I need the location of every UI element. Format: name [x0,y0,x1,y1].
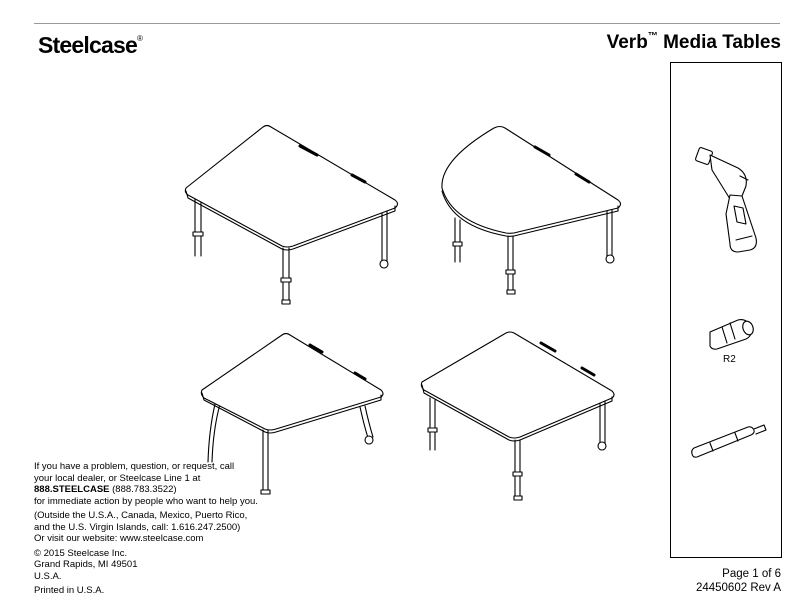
trapezoid-table-illustration-2 [200,332,384,495]
document-title: Verb™ Media Tables [606,31,781,53]
top-rule [34,23,780,24]
contact-line: your local dealer, or Steelcase Line 1 a… [34,472,201,484]
hex-bit-icon [709,319,754,350]
contact-line: (Outside the U.S.A., Canada, Mexico, Pue… [34,510,248,521]
required-tools-panel [670,62,782,558]
trapezoid-table-illustration-1 [184,124,399,305]
bit-extension-icon [691,424,767,458]
address-country: U.S.A. [34,570,62,582]
document-number: 24450602 Rev A [695,582,781,594]
page-footer: Page 1 of 6 24450602 Rev A [696,567,781,595]
tool-label-r2: R2 [723,354,736,365]
contact-website: Or visit our website: www.steelcase.com [34,533,204,544]
steelcase-logo: Steelcase® [38,32,143,58]
contact-line: for immediate action by people who want … [34,495,258,507]
contact-information: If you have a problem, question, or requ… [34,461,274,597]
drill-icon [695,147,757,253]
half-round-table-illustration [441,125,622,295]
square-table-illustration [420,331,615,501]
contact-line: If you have a problem, question, or requ… [34,461,235,472]
printed-in: Printed in U.S.A. [34,585,105,596]
contact-line: and the U.S. Virgin Islands, call: 1.616… [34,521,241,533]
contact-phone: 888.STEELCASE (888.783.3522) [34,484,177,495]
page-number: Page 1 of 6 [722,568,781,580]
copyright: © 2015 Steelcase Inc. [34,547,128,559]
address-city: Grand Rapids, MI 49501 [34,559,138,570]
